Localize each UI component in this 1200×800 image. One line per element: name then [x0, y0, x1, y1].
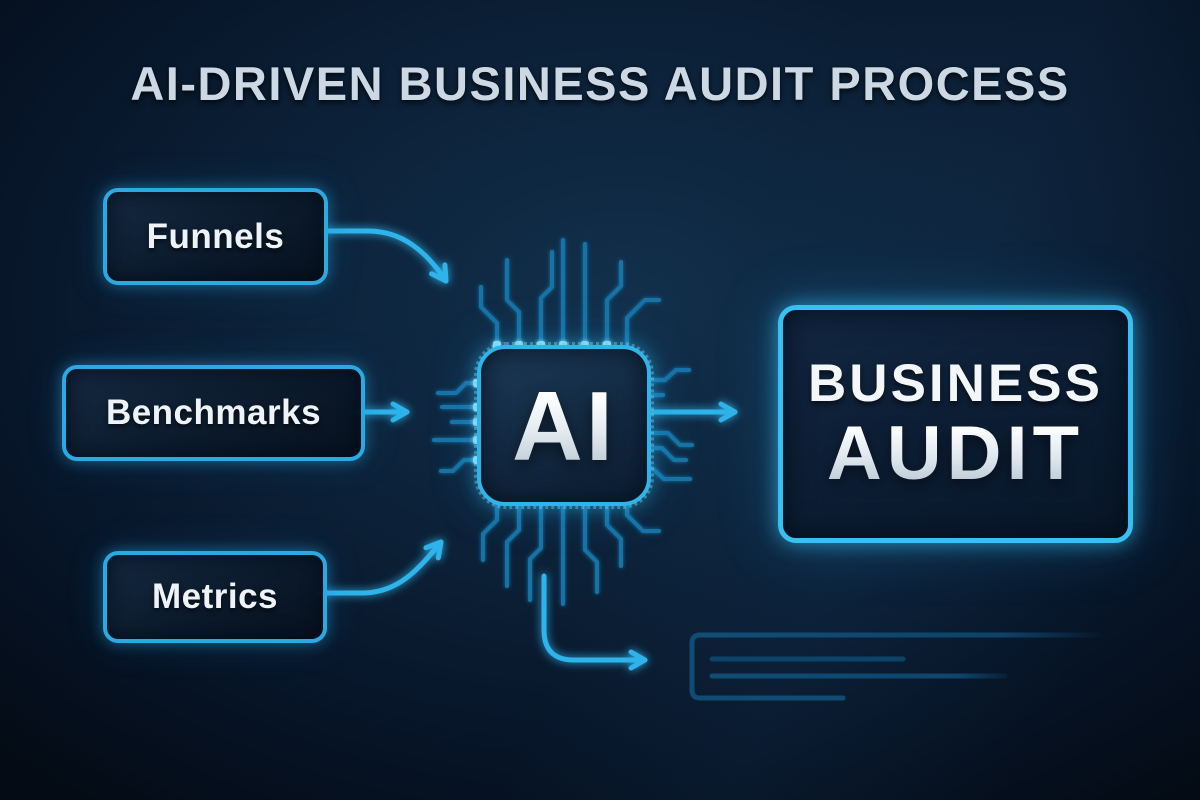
input-node-label: Funnels: [146, 216, 285, 256]
arrow-ai-to-report: [541, 573, 648, 671]
ai-chip-label: AI: [512, 370, 616, 481]
input-node-label: Metrics: [151, 577, 279, 616]
report-placeholder: [689, 632, 1103, 701]
input-node-metrics: Metrics: [103, 551, 327, 643]
input-node-funnels: Funnels: [103, 188, 328, 285]
output-label-business: BUSINESS: [808, 354, 1103, 414]
arrow-metrics-to-ai: [317, 539, 444, 596]
output-label-audit: AUDIT: [826, 410, 1085, 496]
input-node-benchmarks: Benchmarks: [62, 365, 365, 461]
input-node-label: Benchmarks: [105, 393, 322, 432]
ai-chip: AI: [474, 342, 654, 509]
output-node-business-audit: BUSINESS AUDIT: [778, 305, 1133, 543]
page-title: AI-DRIVEN BUSINESS AUDIT PROCESS: [130, 57, 1070, 110]
arrow-funnels-to-ai: [319, 228, 449, 284]
chip-circuit-traces: [432, 238, 694, 606]
